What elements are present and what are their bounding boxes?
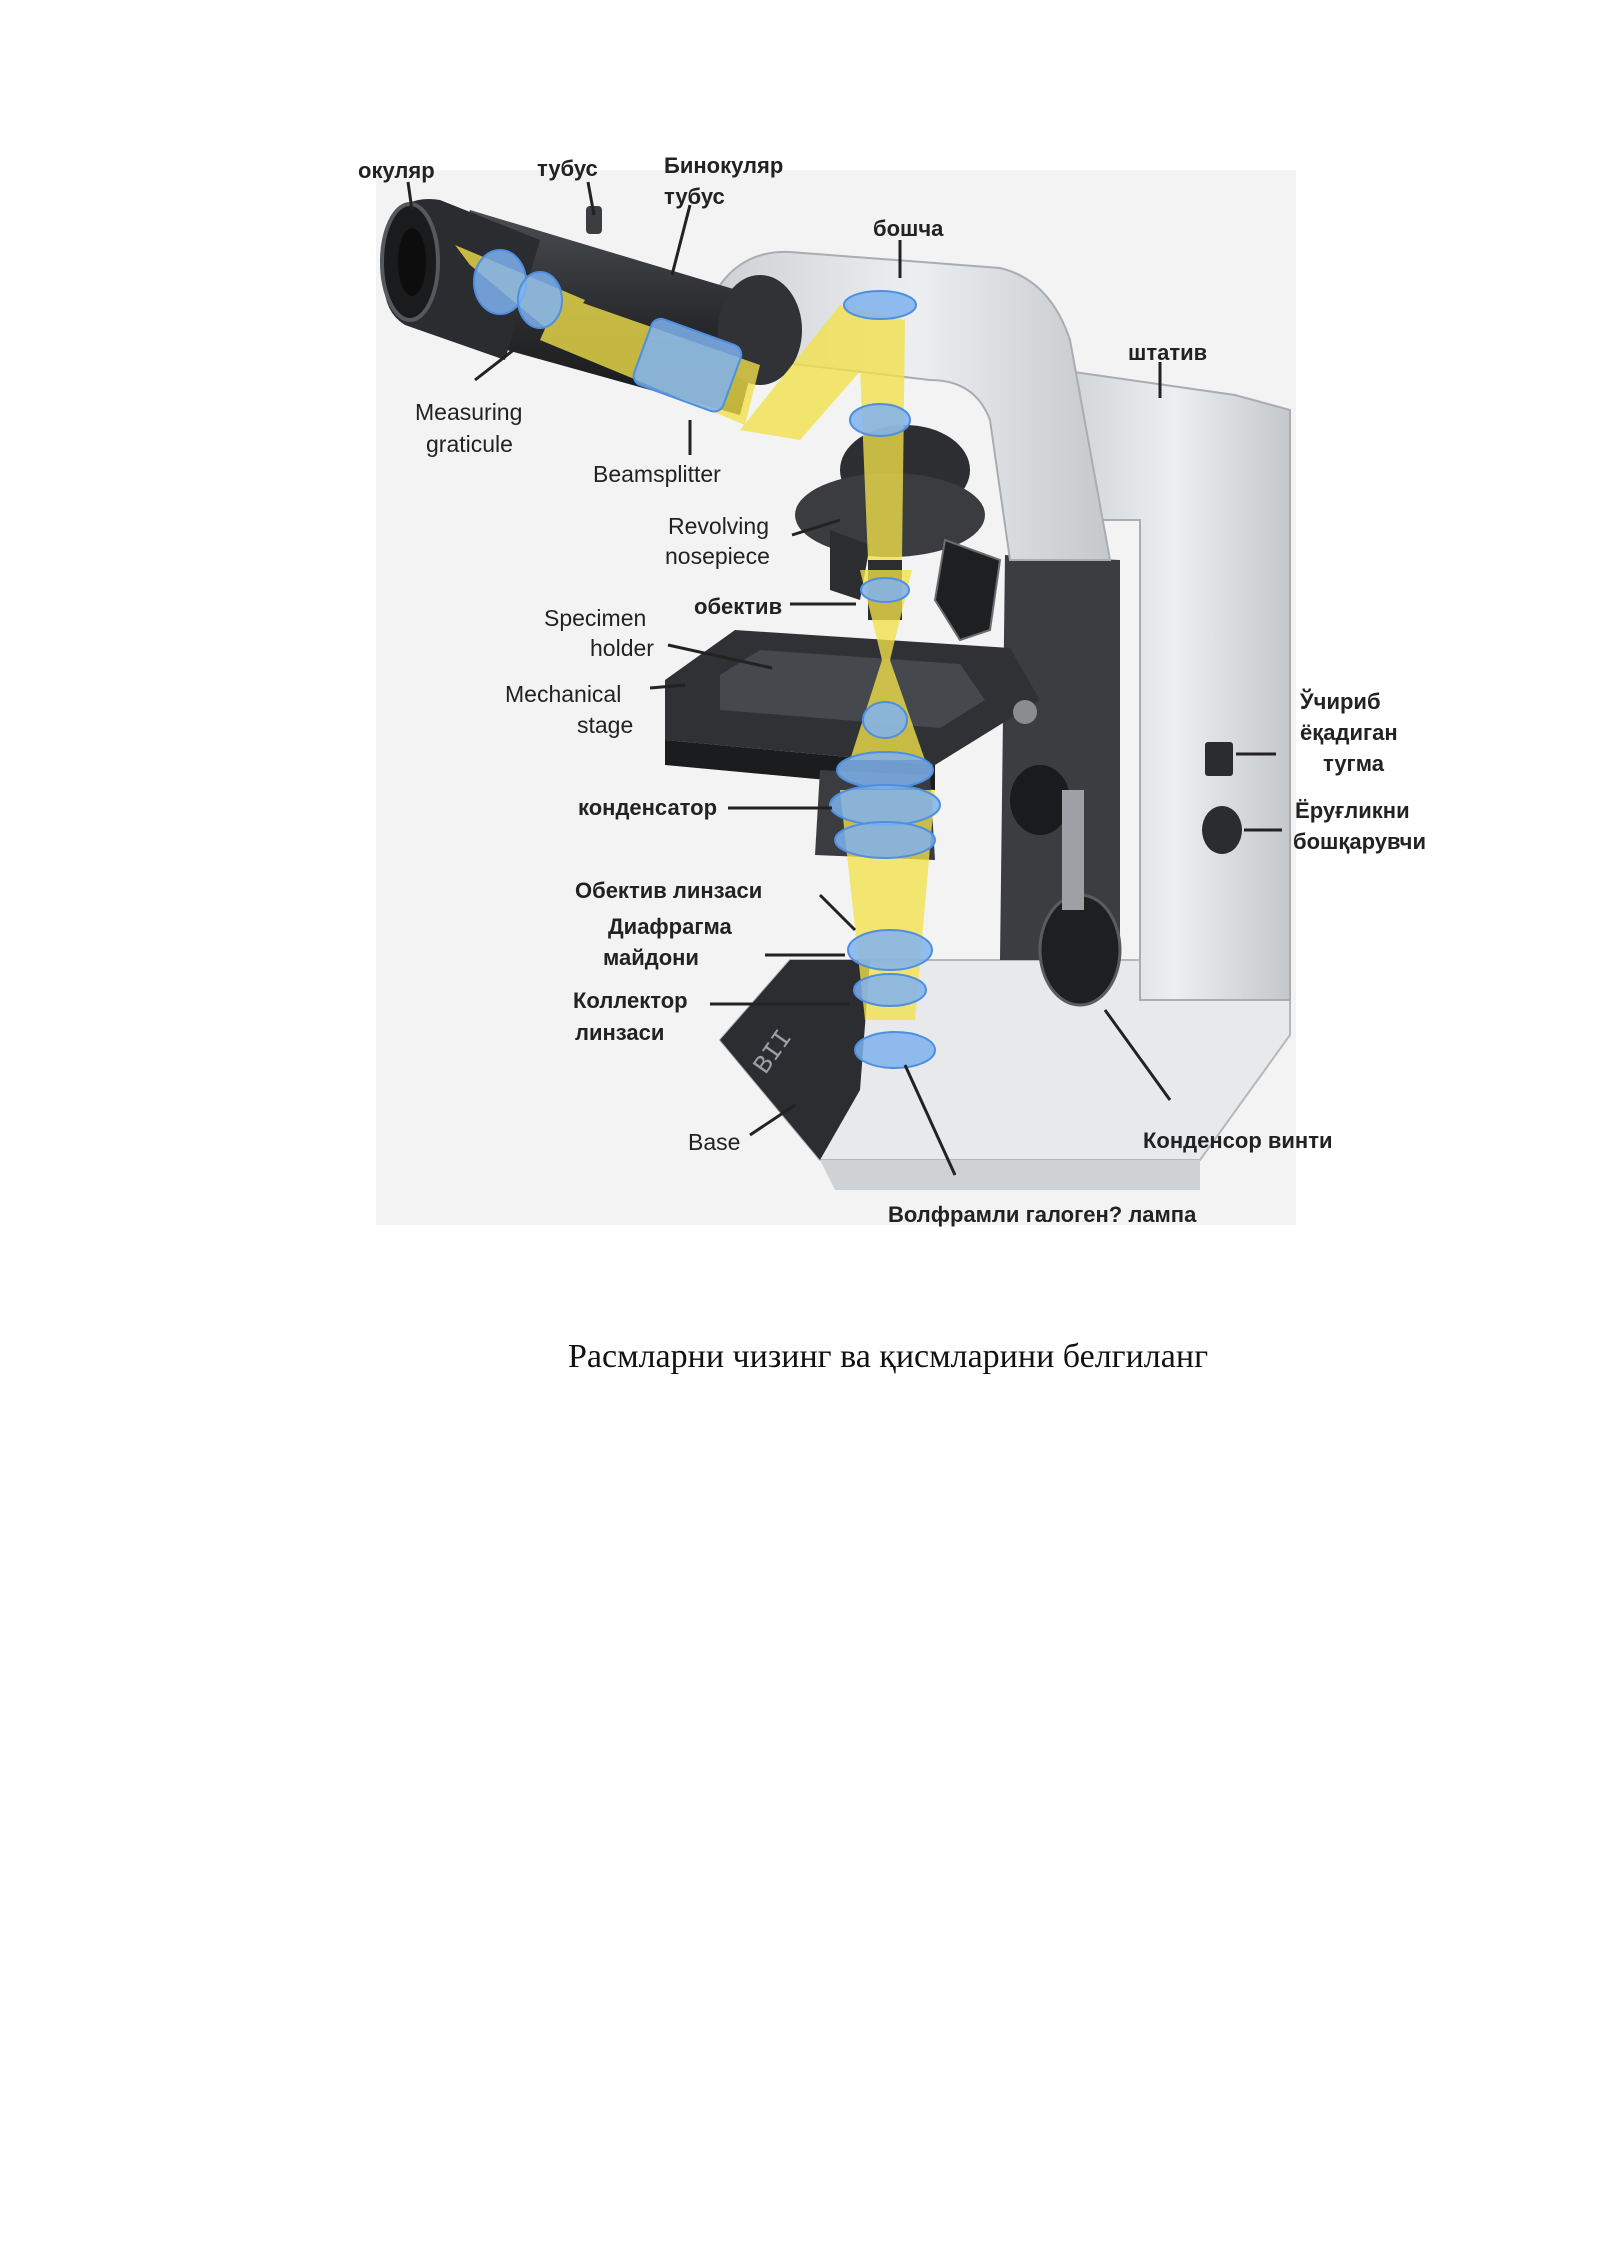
leader-condenser-screw [1103,1009,1172,1101]
leader-nosepiece [791,518,841,537]
microscope-diagram: BII [358,153,1426,1227]
lens-condenser-3 [834,821,936,859]
caption: Расмларни чизинг ва қисмларини белгиланг [0,1338,1600,1376]
beamsplitter-prism [632,317,743,413]
label-nosepiece-line1: Revolving [668,513,769,539]
label-tube: тубус [537,156,598,181]
label-specimen-line1: Specimen [544,605,646,631]
label-objective: обектив [694,594,782,619]
label-binocular-tube-line1: Бинокуляр [664,153,783,178]
label-switch-line1: Ўчириб [1299,688,1381,714]
label-condenser: конденсатор [578,795,717,820]
objective-barrel-left [830,530,870,600]
labels: окуляр тубус Бинокуляр тубус бошча штати… [358,153,1426,1227]
label-eyepiece: окуляр [358,158,435,183]
label-head: бошча [873,216,944,241]
lens-collector [853,973,927,1007]
lens-eyepiece-2 [517,271,563,329]
focus-knob-coarse [1010,765,1070,835]
label-lamp: Волфрамли галоген? лампа [888,1202,1197,1227]
tube-knob [586,206,602,234]
lens-condenser-top [862,701,908,739]
caption-text: Расмларни чизинг ва қисмларини белгиланг [567,1338,1209,1375]
beam-drop [858,320,905,560]
lens-condenser-2 [829,784,941,826]
label-nosepiece-line2: nosepiece [665,543,770,569]
label-stage-line2: stage [577,712,633,738]
leader-tube [586,181,596,216]
label-graticule-line1: Measuring [415,399,522,425]
label-condenser-screw: Конденсор винти [1143,1128,1333,1153]
leader-objective-lens [818,893,857,932]
power-switch [1205,742,1233,776]
stage-knob [1013,700,1037,724]
leader-stage [649,683,686,690]
label-brightness-line2: бошқарувчи [1293,829,1426,854]
leader-base [749,1103,796,1137]
lens-field [847,929,933,971]
leader-lamp [903,1064,957,1176]
leader-graticule [474,343,521,382]
lens-condenser-1 [836,751,934,789]
objective-barrel-right [933,538,1002,642]
label-collector-line1: Коллектор [573,988,688,1013]
leader-specimen [667,643,773,670]
eyepiece-opening [398,228,426,296]
base-front-panel [720,960,870,1160]
lens-lamp [854,1031,936,1069]
label-switch-line2: ёқадиган [1300,720,1398,745]
label-brightness-line1: Ёруғликни [1295,798,1410,823]
condenser-screw-rod [1062,790,1084,910]
condenser-screw-knob [1038,893,1122,1007]
leader-lines [406,181,1282,1176]
lenses [473,249,941,1069]
microscope-body: BII [380,199,1291,1190]
label-base: Base [688,1129,740,1155]
lens-head-mid [849,403,911,437]
leader-eyepiece [406,181,414,211]
lens-objective [860,577,910,603]
label-specimen-line2: holder [590,635,654,661]
label-diaphragm-line2: майдони [603,945,699,970]
label-graticule-line2: graticule [426,431,513,457]
label-beamsplitter: Beamsplitter [593,461,721,487]
brightness-dial [1202,806,1242,854]
label-diaphragm-line1: Диафрагма [608,914,733,939]
specimen-holder-plate [720,650,985,728]
label-stage-line1: Mechanical [505,681,621,707]
leader-binocular-tube [670,204,692,276]
base-edge [820,1160,1200,1190]
label-collector-line2: линзаси [575,1020,664,1045]
label-binocular-tube-line2: тубус [664,184,725,209]
lens-head-top [843,290,917,320]
label-objective-lens: Обектив линзаси [575,878,762,903]
label-switch-line3: тугма [1323,751,1385,776]
label-stand: штатив [1128,340,1207,365]
stand-dark-cavity [1000,555,1120,960]
